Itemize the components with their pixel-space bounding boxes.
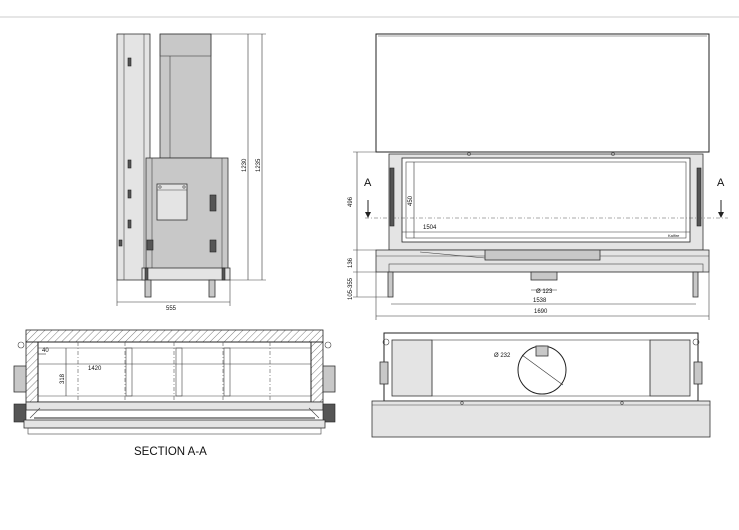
front-view xyxy=(353,33,728,320)
section-caption: SECTION A-A xyxy=(134,446,207,458)
section-marker-left: A xyxy=(364,177,372,189)
dim-front-flue: Ø 123 xyxy=(536,289,553,295)
dim-front-base-height: 136 xyxy=(348,257,354,268)
dim-front-glass-width: 1504 xyxy=(423,225,437,231)
dim-section-depth: 318 xyxy=(60,373,66,384)
dim-side-depth: 555 xyxy=(166,306,177,312)
dim-side-height-1: 1230 xyxy=(242,158,248,172)
side-view xyxy=(116,33,266,306)
dim-top-duct-diameter: Ø 232 xyxy=(494,353,511,359)
section-marker-right: A xyxy=(717,177,725,189)
dim-front-opening-height: 450 xyxy=(408,195,414,206)
dim-front-glass-height: 496 xyxy=(348,196,354,207)
dim-section-wall: 40 xyxy=(42,348,49,354)
dim-side-height-2: 1235 xyxy=(256,158,262,172)
brand-badge: Kalfire xyxy=(668,233,680,238)
dim-front-leg-range: 105-355 xyxy=(348,277,354,300)
dim-front-total-width: 1690 xyxy=(534,309,548,315)
section-a-a-view xyxy=(13,329,336,435)
dim-front-inner-width: 1538 xyxy=(533,298,547,304)
top-view xyxy=(371,332,711,438)
dim-section-inner-width: 1420 xyxy=(88,366,102,372)
